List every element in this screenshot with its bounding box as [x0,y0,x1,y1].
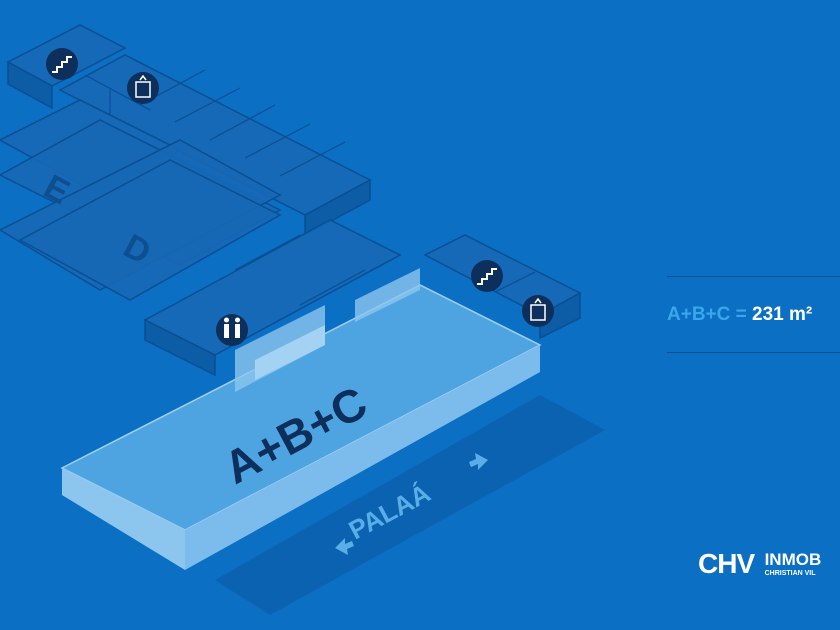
logo-name: INMOB [764,550,822,569]
area-formula: A+B+C = [667,304,747,325]
divider [667,352,840,353]
street-area [215,395,605,615]
stairs-icon [471,260,503,292]
area-summary: A+B+C = 231 m² [667,276,840,353]
elevator-icon [127,72,159,104]
stairs-icon [46,48,78,80]
unit-abc [60,268,542,570]
logo-brand: CHV [698,548,755,579]
area-value: 231 m² [752,304,813,325]
restroom-icon [216,314,248,346]
street-arrows [335,453,488,555]
logo-subtitle: CHRISTIAN VIL [764,570,816,577]
company-logo: CHV INMOB CHRISTIAN VIL [698,548,821,580]
divider [667,276,840,277]
area-text: A+B+C = 231 m² [667,304,812,326]
elevator-icon [522,295,554,327]
